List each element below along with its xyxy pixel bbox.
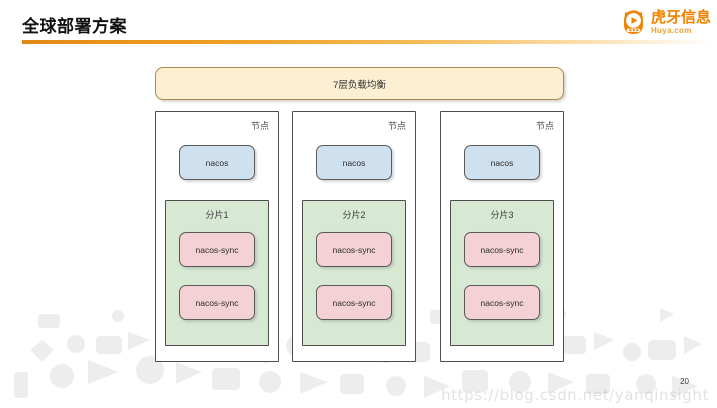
- node-label-1: 节点: [250, 121, 269, 131]
- node-container-2: 节点 nacos 分片2 nacos-sync nacos-sync: [292, 111, 416, 362]
- slide-header: 全球部署方案: [0, 0, 717, 46]
- nacos-sync-label-3b: nacos-sync: [480, 297, 524, 308]
- page-number: 20: [680, 377, 689, 386]
- nacos-sync-box-2a: nacos-sync: [316, 232, 392, 267]
- node-label-3: 节点: [535, 121, 554, 131]
- shard-container-3: 分片3 nacos-sync nacos-sync: [450, 200, 554, 346]
- shard-label-1: 分片1: [205, 210, 229, 220]
- nacos-sync-label-2a: nacos-sync: [332, 244, 376, 255]
- node-container-3: 节点 nacos 分片3 nacos-sync nacos-sync: [440, 111, 564, 362]
- nacos-sync-box-3b: nacos-sync: [464, 285, 540, 320]
- nacos-sync-label-2b: nacos-sync: [332, 297, 376, 308]
- shard-label-3: 分片3: [490, 210, 514, 220]
- nacos-sync-label-1b: nacos-sync: [195, 297, 239, 308]
- huya-tiger-logo-icon: [624, 10, 643, 34]
- logo-cn-text: 虎牙信息: [650, 9, 711, 26]
- page-title: 全球部署方案: [22, 17, 127, 36]
- node-label-2: 节点: [387, 121, 406, 131]
- nacos-sync-box-2b: nacos-sync: [316, 285, 392, 320]
- logo-en-text: Huya.com: [650, 26, 692, 35]
- nacos-label-3: nacos: [490, 157, 514, 168]
- nacos-sync-box-1b: nacos-sync: [179, 285, 255, 320]
- brand-logo: 虎牙信息 Huya.com: [620, 9, 711, 36]
- nacos-label-2: nacos: [342, 157, 366, 168]
- load-balancer-box: 7层负载均衡: [155, 67, 564, 100]
- nacos-sync-label-1a: nacos-sync: [195, 244, 239, 255]
- nacos-box-3: nacos: [464, 145, 540, 180]
- logo-wordmark: 虎牙信息 Huya.com: [651, 10, 711, 35]
- nacos-label-1: nacos: [205, 157, 229, 168]
- nacos-box-1: nacos: [179, 145, 255, 180]
- nacos-sync-box-3a: nacos-sync: [464, 232, 540, 267]
- nacos-sync-box-1a: nacos-sync: [179, 232, 255, 267]
- shard-container-1: 分片1 nacos-sync nacos-sync: [165, 200, 269, 346]
- node-container-1: 节点 nacos 分片1 nacos-sync nacos-sync: [155, 111, 279, 362]
- shard-container-2: 分片2 nacos-sync nacos-sync: [302, 200, 406, 346]
- load-balancer-label: 7层负载均衡: [333, 79, 386, 91]
- shard-label-2: 分片2: [342, 210, 366, 220]
- nacos-sync-label-3a: nacos-sync: [480, 244, 524, 255]
- nacos-box-2: nacos: [316, 145, 392, 180]
- header-divider: [22, 40, 712, 44]
